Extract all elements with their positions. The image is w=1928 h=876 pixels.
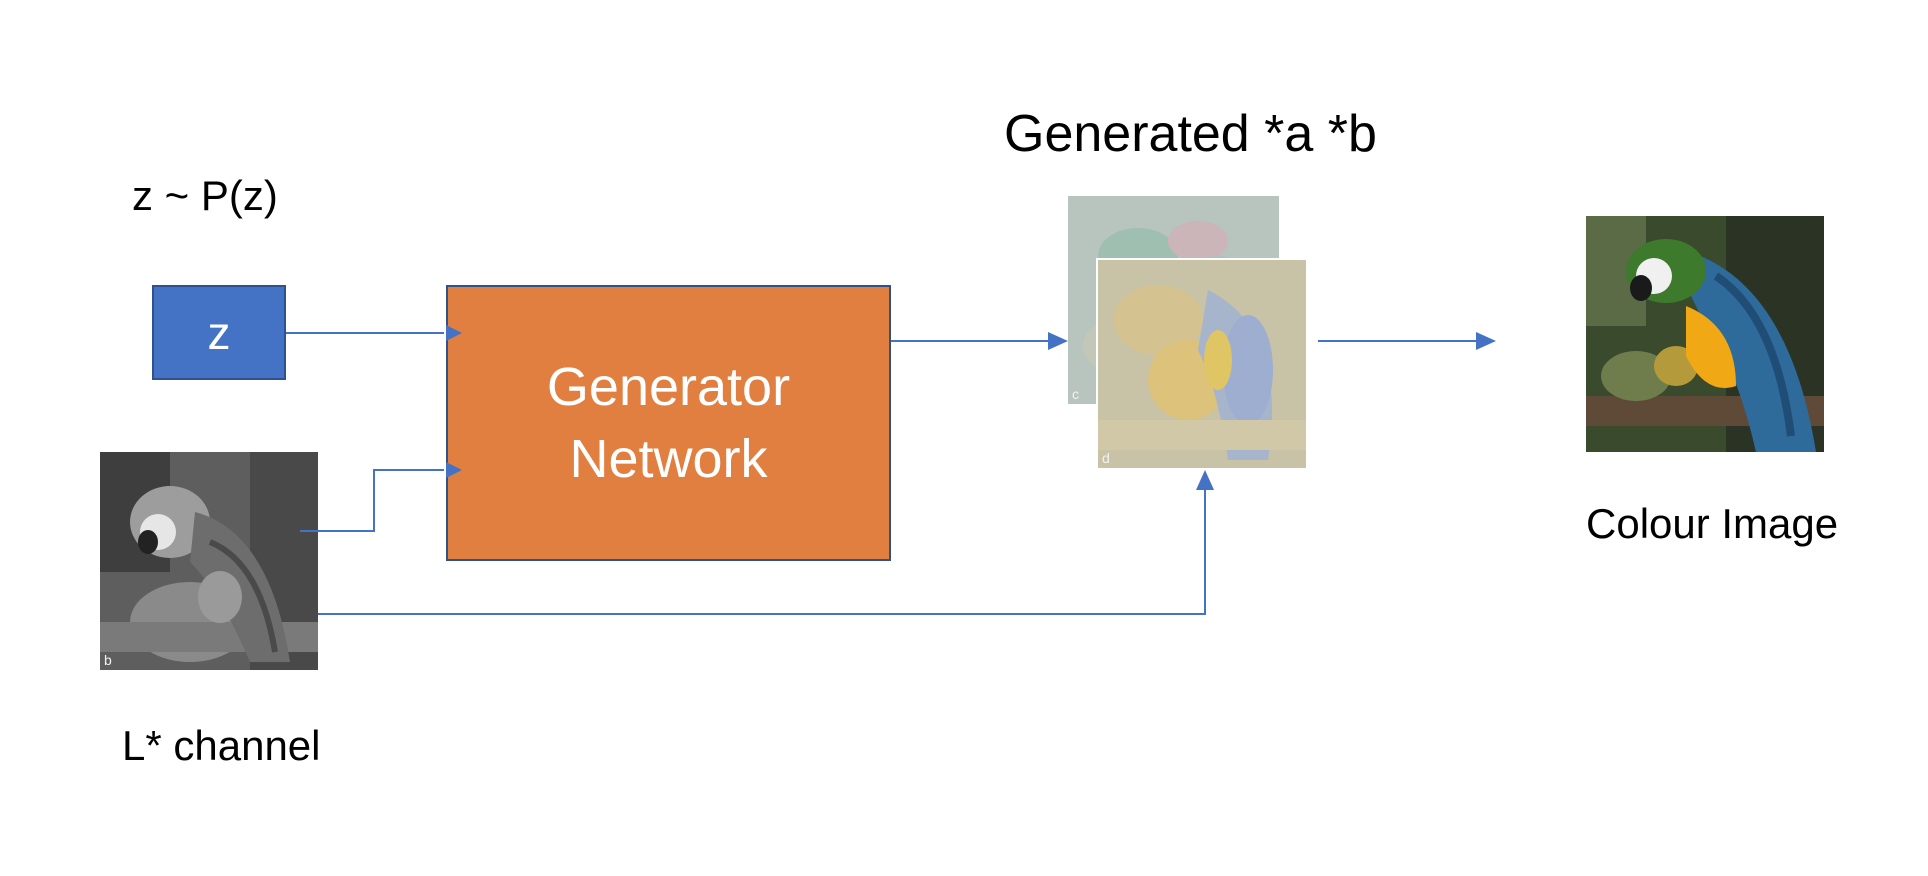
generator-network-node: Generator Network [446, 285, 891, 561]
colour-image [1586, 216, 1824, 452]
l-image-corner-letter: b [104, 652, 112, 668]
l-channel-label: L* channel [122, 722, 321, 769]
generator-label-line2: Network [569, 429, 768, 489]
arrow-l-to-generator [300, 469, 444, 532]
z-node-label: z [207, 306, 231, 359]
arrowhead-z-to-generator [446, 325, 462, 341]
generator-label-line1: Generator [546, 357, 791, 417]
a-image-corner-letter: c [1072, 386, 1079, 402]
b-channel-image: d [1098, 260, 1306, 468]
arrowhead-generator-to-ab [1048, 332, 1068, 350]
arrowhead-l-to-ab [1196, 470, 1214, 490]
z-node: z [152, 285, 286, 380]
l-channel-image: b [100, 452, 318, 670]
colour-image-label: Colour Image [1586, 500, 1839, 547]
z-distribution-label: z ~ P(z) [132, 172, 278, 219]
arrowhead-ab-to-colour [1476, 332, 1496, 350]
arrowhead-l-to-generator [446, 462, 462, 478]
arrow-l-to-ab [318, 474, 1206, 615]
b-image-corner-letter: d [1102, 450, 1110, 466]
generated-ab-label: Generated *a *b [1004, 105, 1377, 163]
